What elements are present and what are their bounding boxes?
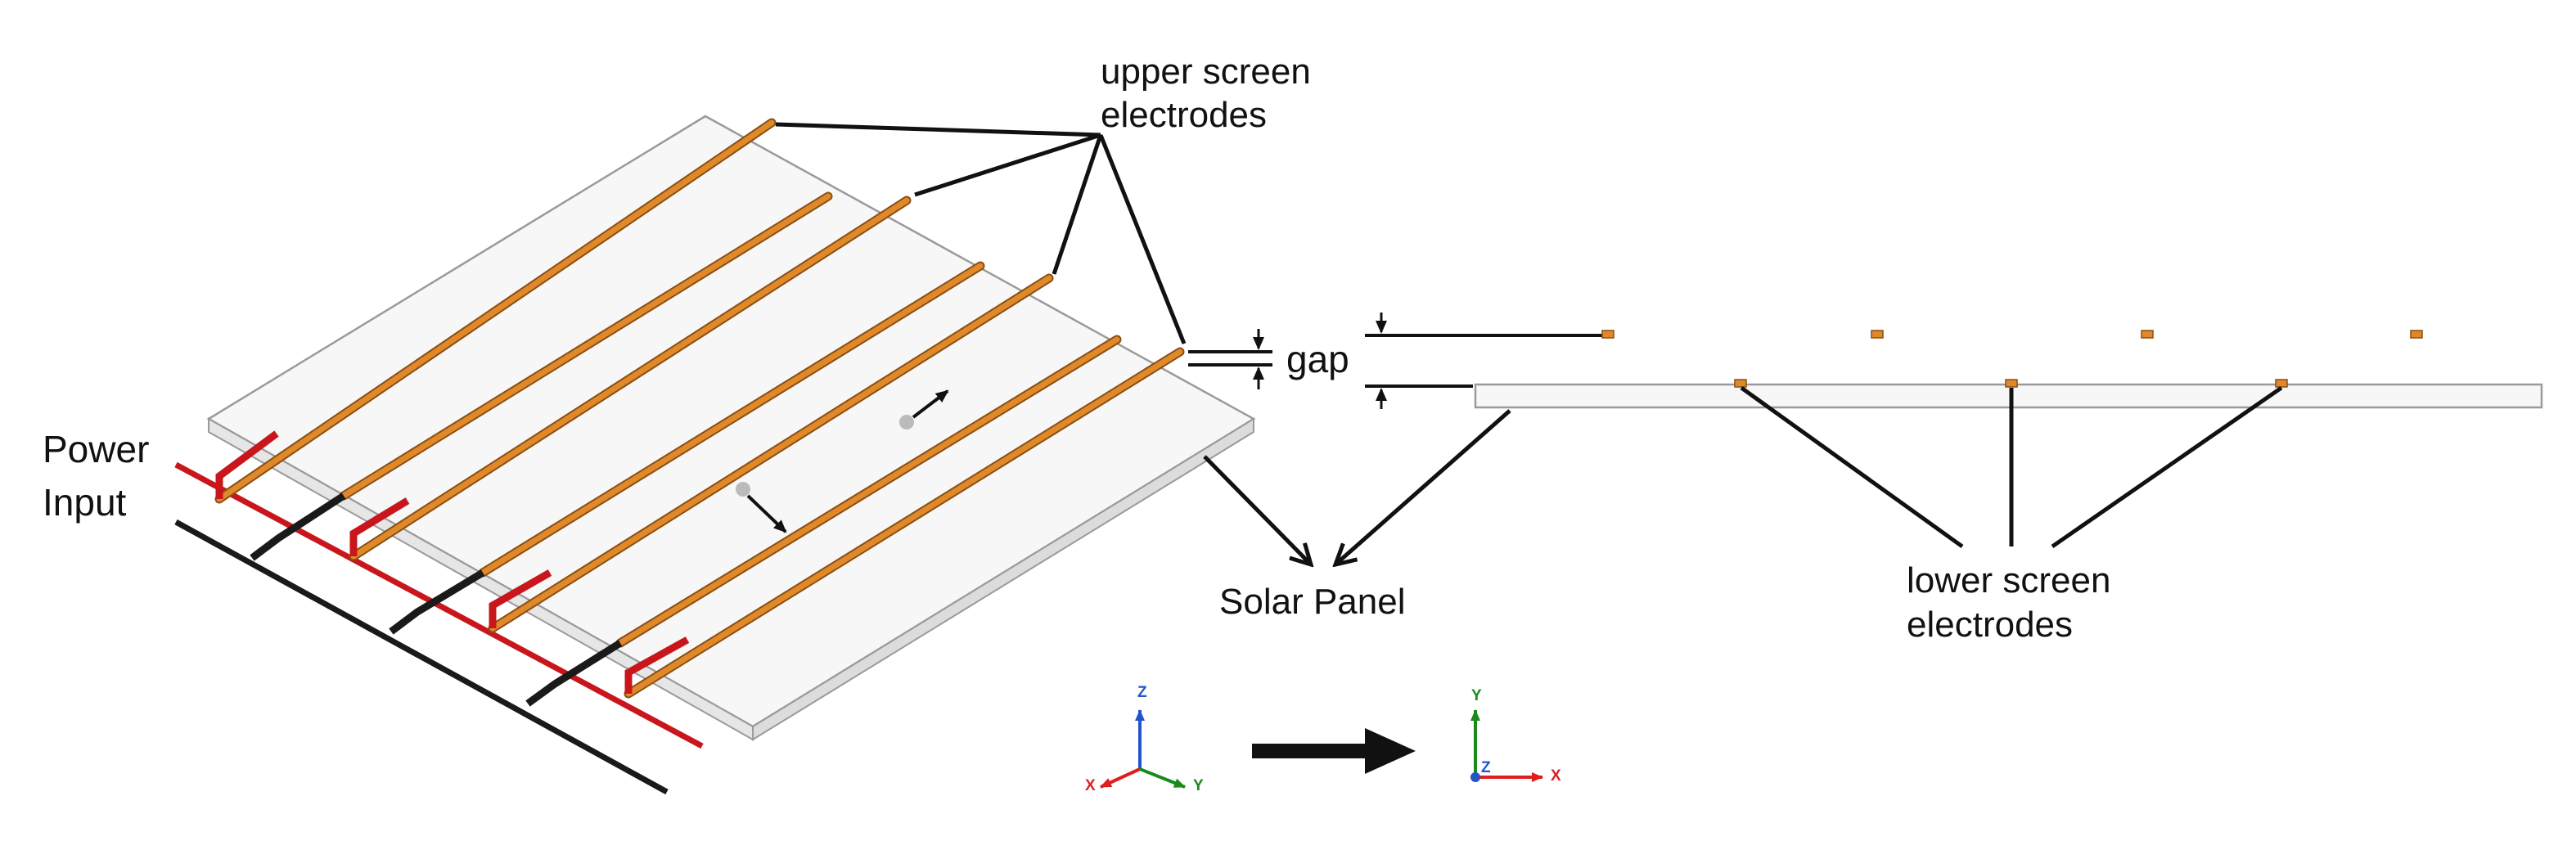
gap-label: gap <box>1286 338 1349 380</box>
marker-dot <box>736 482 750 497</box>
axis-y-label: Y <box>1471 687 1482 704</box>
panel-direction-markers <box>736 389 949 533</box>
lower-electrode <box>340 193 831 499</box>
black-connector-stem <box>525 640 623 707</box>
leader-line <box>914 133 1101 197</box>
power-input-rails <box>174 461 704 795</box>
solar-panel-leader-arrows <box>1203 409 1511 564</box>
panel-cross-section <box>1474 383 2543 409</box>
axis-z-label: Z <box>1481 759 1491 776</box>
red-bus-bar <box>174 461 704 749</box>
lower-electrodes-isometric <box>250 191 1122 707</box>
marker-arrow <box>912 389 949 419</box>
leader-arrow <box>1203 455 1311 564</box>
transform-arrow <box>1252 728 1416 774</box>
power-input-label-line1: Power <box>43 428 149 470</box>
axis-x-arrow <box>1100 767 1141 789</box>
axis-x-label: X <box>1085 777 1096 794</box>
lower-electrode <box>617 336 1120 646</box>
red-connector-stem <box>215 430 279 499</box>
gap-indicator <box>1188 313 1605 409</box>
red-connector-stem <box>624 636 690 694</box>
upper-electrodes-label-line2: electrodes <box>1101 95 1267 135</box>
axis-triad-right: Y Z X <box>1470 687 1561 785</box>
leader-line <box>1740 385 1964 549</box>
leader-arrow <box>1335 409 1511 564</box>
marker-dot <box>899 415 914 430</box>
lower-electrodes-label-line2: electrodes <box>1907 605 2073 645</box>
axis-triad-left: Z X Y <box>1085 684 1204 794</box>
solar-panel-label: Solar Panel <box>1219 582 1405 622</box>
axis-x-label: X <box>1551 767 1561 785</box>
upper-electrode-section <box>1601 330 1615 339</box>
red-connector-stem <box>489 569 552 628</box>
upper-electrode <box>216 119 775 502</box>
upper-electrodes-label-line1: upper screen <box>1101 52 1311 92</box>
lower-electrode-section <box>2005 379 2018 388</box>
axis-y-label: Y <box>1193 777 1204 794</box>
axis-z-dot <box>1470 772 1480 782</box>
upper-electrode-section <box>2410 330 2423 339</box>
black-bus-bar <box>174 519 669 795</box>
solar-panel-isometric <box>206 115 1256 741</box>
marker-arrow <box>746 494 787 533</box>
black-connector-stem <box>389 569 485 635</box>
lower-electrode-section <box>1734 379 1747 388</box>
black-connector-stem <box>250 492 346 561</box>
solar-panel-side-view <box>1474 330 2543 409</box>
lower-electrode <box>480 263 984 576</box>
red-connector-stem <box>349 497 410 556</box>
lower-electrodes-leader-lines <box>1740 385 2283 549</box>
axis-y-arrow <box>1139 767 1186 789</box>
upper-electrode <box>350 197 910 560</box>
power-input-label-line2: Input <box>43 481 127 524</box>
upper-electrodes <box>214 118 1185 699</box>
lower-electrodes-label-line1: lower screen <box>1907 560 2110 600</box>
upper-electrode-section <box>2141 330 2154 339</box>
upper-electrode-section <box>1871 330 1884 339</box>
leader-line <box>2051 385 2283 549</box>
leader-line <box>1052 134 1103 275</box>
leader-line <box>1098 134 1187 344</box>
leader-line <box>775 122 1101 137</box>
lower-electrode-section <box>2275 379 2288 388</box>
upper-electrode <box>625 349 1183 697</box>
upper-electrodes-leader-lines <box>775 122 1187 344</box>
axis-z-label: Z <box>1137 684 1147 701</box>
upper-electrode <box>489 275 1052 632</box>
